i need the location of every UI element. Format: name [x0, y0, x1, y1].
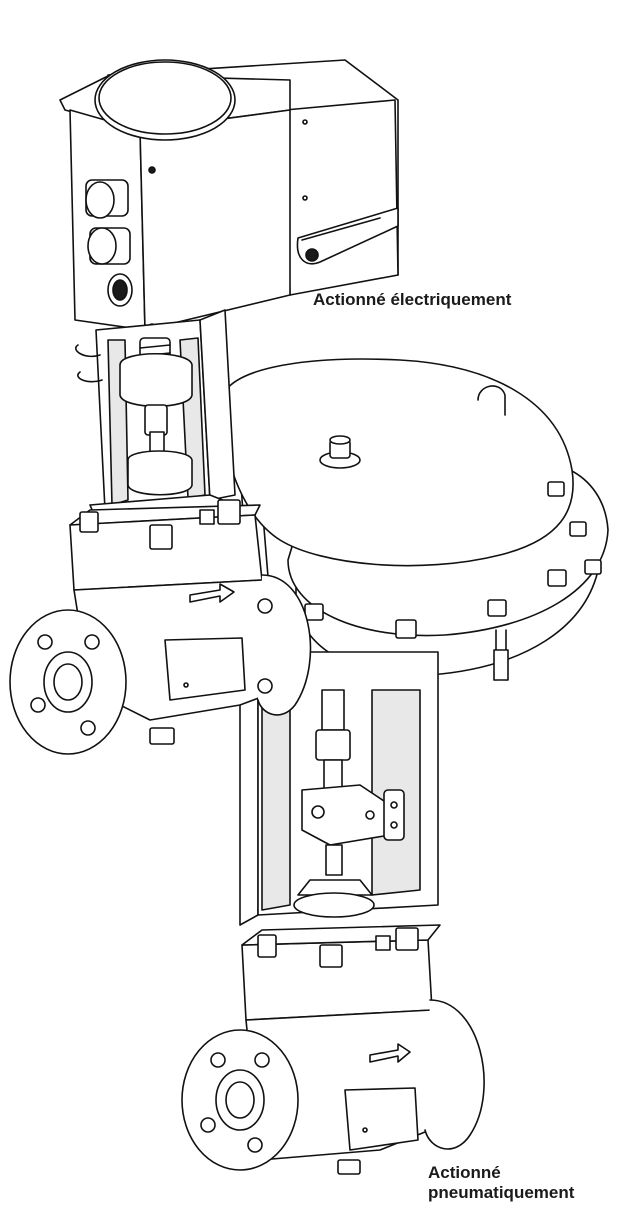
electric-yoke: [76, 310, 235, 528]
upper-valve-body: [10, 500, 310, 754]
label-pneumatic-actuated: Actionné pneumatiquement: [428, 1163, 574, 1203]
electric-actuator: [60, 60, 398, 332]
pneumatic-actuator-diaphragm: [222, 359, 608, 830]
pneumatic-yoke: [240, 652, 438, 925]
label-pneumatic-line2: pneumatiquement: [428, 1183, 575, 1202]
flange-bolts: [305, 482, 601, 680]
lower-valve-body: [182, 925, 484, 1174]
label-electric-actuated: Actionné électriquement: [313, 290, 512, 309]
label-pneumatic-line1: Actionné: [428, 1163, 501, 1182]
